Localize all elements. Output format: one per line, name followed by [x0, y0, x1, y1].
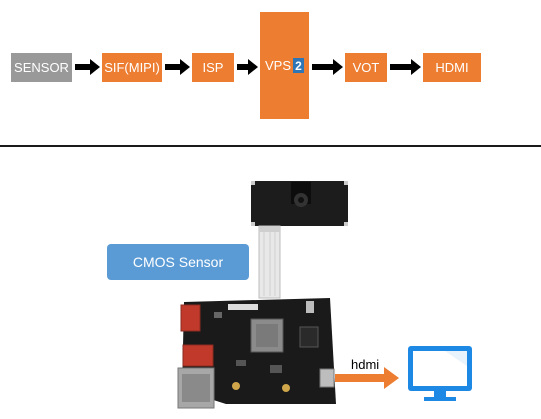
pipeline-arrows: [75, 59, 421, 75]
section-divider: [0, 145, 541, 147]
hdmi-arrow: [335, 367, 399, 389]
hdmi-link-label: hdmi: [351, 357, 380, 372]
vps-node: VPS 2: [260, 12, 309, 119]
vps-badge: 2: [293, 58, 304, 73]
vot-node: VOT: [345, 53, 387, 82]
arrow-vot-hdmi: [390, 59, 421, 75]
monitor-icon: [408, 346, 472, 401]
cmos-sensor-label: CMOS Sensor: [107, 244, 249, 280]
arrow-isp-vps: [237, 59, 258, 75]
arrow-vps-vot: [312, 59, 343, 75]
flex-cable-icon: [258, 225, 281, 299]
vot-node-label: VOT: [352, 60, 380, 75]
arrow-sensor-sif: [75, 59, 100, 75]
isp-node: ISP: [192, 53, 234, 82]
hdmi-node-label: HDMI: [435, 60, 469, 75]
sensor-node: SENSOR: [11, 53, 72, 82]
hdmi-node: HDMI: [423, 53, 481, 82]
sif-node-label: SIF(MIPI): [104, 60, 160, 75]
arrow-sif-isp: [165, 59, 190, 75]
cmos-sensor-label-text: CMOS Sensor: [132, 254, 224, 270]
sif-node: SIF(MIPI): [102, 53, 162, 82]
vps-node-label: VPS: [264, 58, 291, 73]
sensor-node-label: SENSOR: [14, 60, 69, 75]
isp-node-label: ISP: [202, 60, 224, 75]
dev-board-icon: [177, 298, 336, 409]
camera-module-icon: [251, 181, 348, 226]
